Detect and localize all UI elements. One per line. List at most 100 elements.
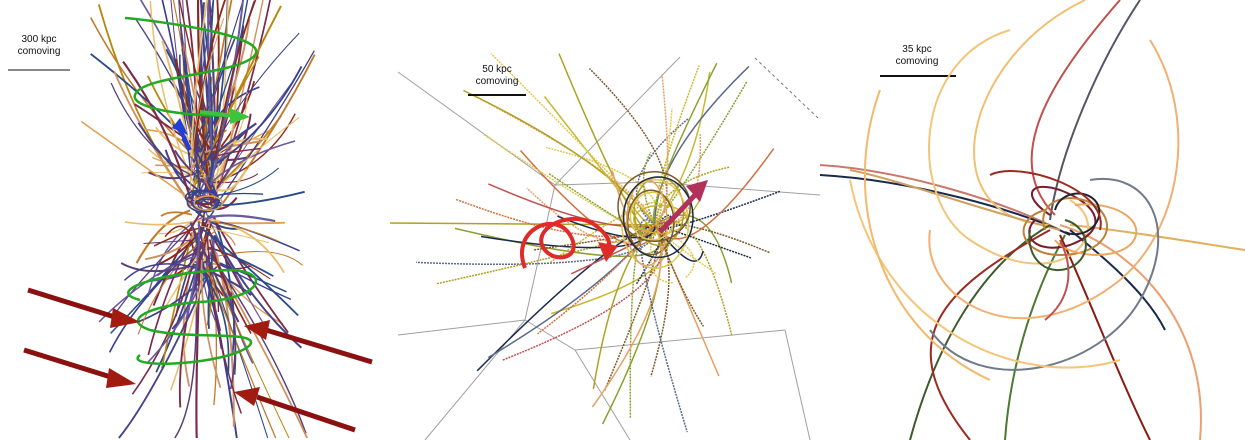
field-line bbox=[654, 224, 705, 327]
middle-field-lines bbox=[390, 53, 781, 433]
field-line bbox=[157, 220, 192, 235]
core-loop bbox=[622, 176, 694, 259]
field-line bbox=[197, 196, 238, 211]
field-line bbox=[219, 54, 316, 208]
red-helix-arrow bbox=[520, 216, 618, 269]
dotted-scale-fragment bbox=[754, 57, 819, 119]
field-line bbox=[635, 117, 690, 226]
field-line bbox=[145, 233, 196, 261]
field-line bbox=[80, 120, 193, 202]
left-field-lines bbox=[80, 0, 316, 439]
spin-arrow-blue bbox=[172, 118, 192, 151]
field-line bbox=[483, 133, 660, 236]
inflow-arrows bbox=[23, 287, 373, 433]
field-line bbox=[164, 225, 192, 238]
field-line bbox=[198, 221, 285, 225]
field-line bbox=[216, 50, 315, 205]
scale-unit-left: comoving bbox=[17, 46, 61, 57]
field-line bbox=[190, 0, 244, 158]
field-line bbox=[416, 224, 657, 266]
field-line bbox=[550, 201, 662, 263]
field-line bbox=[147, 239, 192, 356]
field-line bbox=[654, 219, 733, 337]
field-line bbox=[189, 18, 225, 197]
field-line bbox=[123, 263, 199, 281]
field-line bbox=[592, 224, 656, 390]
field-line bbox=[654, 224, 695, 279]
panel-middle-streamlines: 50 kpc comoving bbox=[390, 0, 820, 440]
field-line bbox=[537, 224, 656, 335]
middle-streamline-render bbox=[390, 53, 820, 440]
scale-value-right: 35 kpc bbox=[902, 44, 932, 55]
field-line bbox=[216, 65, 303, 165]
field-line bbox=[98, 252, 204, 323]
field-line bbox=[181, 48, 202, 199]
scale-bar-left bbox=[8, 69, 70, 71]
field-line bbox=[204, 140, 262, 154]
field-line bbox=[190, 0, 209, 157]
field-line bbox=[152, 210, 203, 306]
field-line bbox=[149, 0, 203, 202]
field-line bbox=[207, 220, 279, 242]
core-loop bbox=[633, 204, 688, 234]
field-line bbox=[193, 0, 226, 152]
green-helix-left bbox=[124, 16, 258, 365]
field-line bbox=[202, 221, 245, 293]
field-line bbox=[189, 222, 240, 323]
field-line bbox=[650, 224, 670, 377]
field-line bbox=[208, 239, 252, 334]
field-line bbox=[199, 32, 300, 176]
field-line bbox=[216, 80, 237, 181]
field-line bbox=[202, 216, 285, 274]
field-line bbox=[209, 0, 245, 186]
field-line bbox=[206, 140, 296, 188]
inflow-arrow-4 bbox=[234, 387, 356, 433]
core-loop bbox=[193, 195, 224, 211]
field-line bbox=[174, 268, 198, 439]
field-line bbox=[201, 214, 276, 223]
field-line bbox=[558, 53, 656, 233]
field-line bbox=[160, 211, 193, 217]
scale-unit-right: comoving bbox=[895, 56, 939, 67]
field-line bbox=[216, 190, 305, 207]
field-line bbox=[471, 93, 656, 226]
right-streamline-render bbox=[820, 0, 1245, 440]
field-line bbox=[210, 82, 292, 201]
scale-value-middle: 50 kpc bbox=[482, 64, 512, 75]
field-line bbox=[196, 224, 270, 244]
field-line bbox=[204, 210, 267, 329]
spin-arrow-green bbox=[199, 108, 250, 124]
field-line bbox=[654, 81, 748, 226]
core-loop bbox=[617, 171, 691, 242]
field-line bbox=[207, 0, 213, 151]
scale-label-left: 300 kpc comoving bbox=[8, 34, 70, 58]
scale-value-left: 300 kpc bbox=[21, 34, 57, 45]
field-line bbox=[197, 267, 230, 375]
field-line bbox=[436, 224, 661, 285]
rotation-axis-arrow bbox=[658, 180, 708, 234]
field-line bbox=[161, 232, 194, 369]
scale-label-right: 35 kpc comoving bbox=[878, 44, 956, 68]
field-line bbox=[211, 91, 248, 182]
right-field-lines bbox=[820, 0, 1245, 440]
field-line bbox=[181, 0, 193, 167]
inflow-arrow-1 bbox=[27, 287, 140, 328]
field-line bbox=[205, 265, 277, 439]
inflow-arrow-2 bbox=[23, 347, 136, 388]
field-line bbox=[218, 267, 308, 439]
field-line bbox=[654, 148, 775, 240]
field-line bbox=[200, 259, 222, 389]
field-line bbox=[197, 0, 213, 202]
scale-label-middle: 50 kpc comoving bbox=[468, 64, 526, 88]
field-line bbox=[198, 225, 299, 317]
field-line bbox=[122, 60, 194, 206]
left-streamline-render bbox=[23, 0, 373, 439]
field-line bbox=[463, 89, 656, 226]
field-line bbox=[203, 22, 214, 196]
scale-bar-middle bbox=[468, 94, 526, 96]
field-line bbox=[185, 221, 201, 321]
field-line bbox=[639, 219, 688, 433]
panel-right-streamlines: 35 kpc comoving bbox=[820, 0, 1245, 440]
field-line bbox=[179, 22, 204, 169]
field-line bbox=[654, 223, 771, 254]
